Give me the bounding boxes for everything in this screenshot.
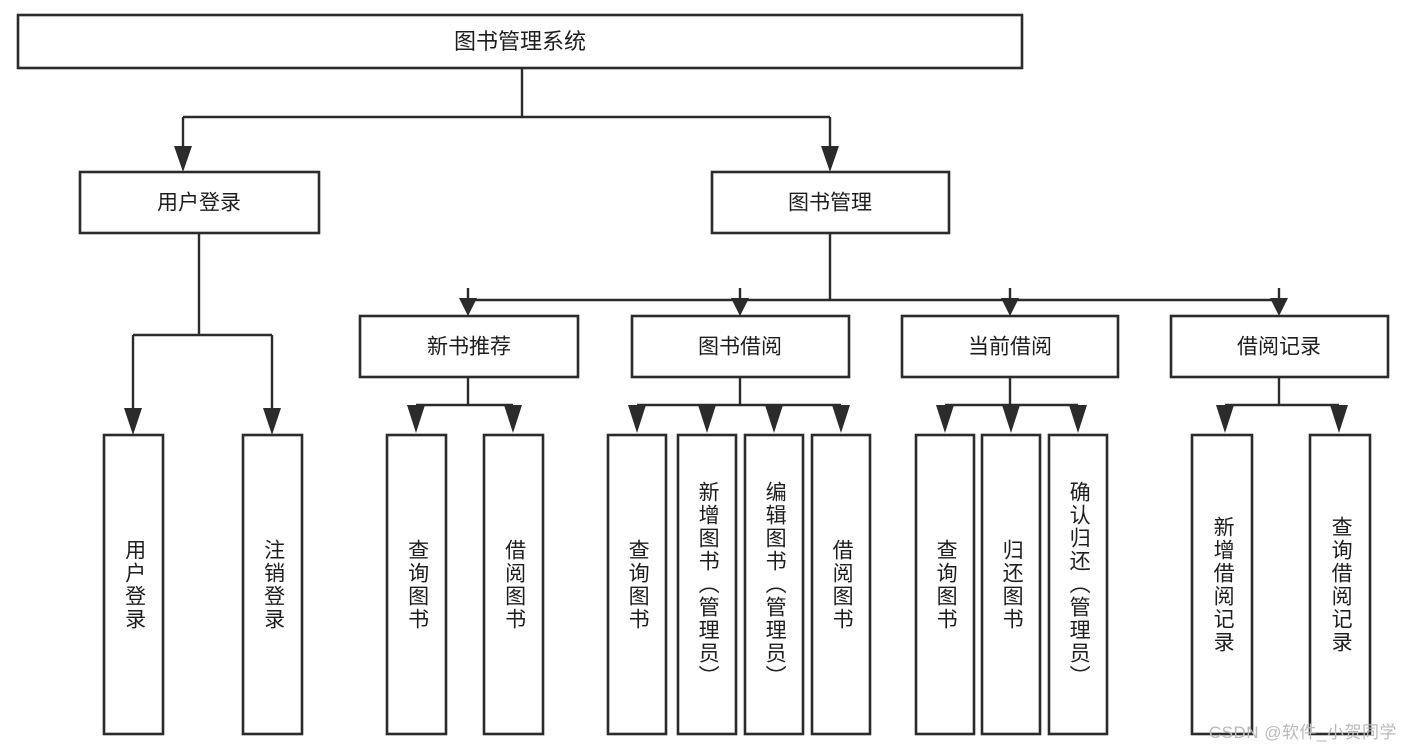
arrow-head-new-book-recommend xyxy=(459,298,477,316)
leaf-box-query-record[interactable] xyxy=(1308,433,1372,736)
leaf-box-borrow-book-2[interactable] xyxy=(810,433,872,736)
arrow-head-leaf-query-book-2 xyxy=(628,405,646,433)
node-new-book-recommend-box[interactable] xyxy=(358,314,580,379)
leaf-box-query-book-3[interactable] xyxy=(914,433,976,736)
arrow-head-book-borrow xyxy=(731,298,749,316)
node-book-borrow-box[interactable] xyxy=(630,314,851,379)
node-new-book-recommend[interactable]: 新书推荐 xyxy=(358,314,580,379)
connector-group-book-borrow xyxy=(628,377,850,433)
leaf-box-user-login[interactable] xyxy=(102,433,165,736)
connector-group-root xyxy=(174,68,839,172)
leaf-box-confirm-return[interactable] xyxy=(1047,433,1109,736)
arrow-head-book-manage xyxy=(821,146,839,172)
node-user-login[interactable]: 用户登录 xyxy=(78,170,321,235)
leaf-boxes xyxy=(102,433,1372,736)
arrow-head-leaf-user-login xyxy=(124,408,142,435)
leaf-box-add-book[interactable] xyxy=(676,433,738,736)
node-user-login-box[interactable] xyxy=(78,170,321,235)
arrow-head-borrow-record xyxy=(1270,298,1288,316)
connector-group-book-manage xyxy=(459,233,1288,316)
node-current-borrow[interactable]: 当前借阅 xyxy=(900,314,1120,379)
node-user-login-label: 用户登录 xyxy=(157,192,241,215)
leaf-box-add-record[interactable] xyxy=(1190,433,1254,736)
node-borrow-record-box[interactable] xyxy=(1169,314,1390,379)
arrow-head-leaf-return-book xyxy=(1002,405,1020,433)
arrow-head-leaf-add-book xyxy=(698,405,716,433)
connector-group-new-book-recommend xyxy=(407,377,522,433)
leaf-box-return-book[interactable] xyxy=(980,433,1042,736)
node-book-manage-box[interactable] xyxy=(710,170,951,235)
arrow-head-leaf-borrow-book-1 xyxy=(504,405,522,433)
arrow-head-leaf-confirm-return xyxy=(1069,405,1087,433)
node-current-borrow-box[interactable] xyxy=(900,314,1120,379)
arrow-head-leaf-query-record xyxy=(1330,405,1348,433)
arrow-head-current-borrow xyxy=(1001,298,1019,316)
node-book-manage[interactable]: 图书管理 xyxy=(710,170,951,235)
arrow-head-leaf-user-logout xyxy=(263,408,281,435)
node-root-label: 图书管理系统 xyxy=(454,29,586,54)
node-new-book-recommend-label: 新书推荐 xyxy=(427,336,511,359)
connector-group-current-borrow xyxy=(936,377,1087,433)
node-root[interactable]: 图书管理系统 xyxy=(16,13,1024,70)
arrow-head-leaf-query-book-1 xyxy=(407,405,425,433)
leaf-box-edit-book[interactable] xyxy=(743,433,805,736)
csdn-watermark: CSDN @软件_小贺同学 xyxy=(1208,723,1397,742)
node-book-manage-label: 图书管理 xyxy=(788,192,872,215)
node-book-borrow-label: 图书借阅 xyxy=(698,336,782,359)
node-borrow-record[interactable]: 借阅记录 xyxy=(1169,314,1390,379)
leaf-box-query-book-1[interactable] xyxy=(385,433,448,736)
node-root-box[interactable] xyxy=(16,13,1024,70)
node-book-borrow[interactable]: 图书借阅 xyxy=(630,314,851,379)
node-current-borrow-label: 当前借阅 xyxy=(968,336,1052,359)
arrow-head-leaf-query-book-3 xyxy=(936,405,954,433)
arrow-head-leaf-edit-book xyxy=(765,405,783,433)
arrow-head-user-login xyxy=(174,146,192,172)
leaf-box-query-book-2[interactable] xyxy=(606,433,668,736)
connector-group-borrow-record xyxy=(1216,377,1348,433)
leaf-box-user-logout[interactable] xyxy=(241,433,304,736)
arrow-head-leaf-add-record xyxy=(1216,405,1234,433)
connector-group-user-login xyxy=(124,233,281,435)
leaf-box-borrow-book-1[interactable] xyxy=(482,433,545,736)
node-borrow-record-label: 借阅记录 xyxy=(1237,336,1321,359)
arrow-head-leaf-borrow-book-2 xyxy=(832,405,850,433)
